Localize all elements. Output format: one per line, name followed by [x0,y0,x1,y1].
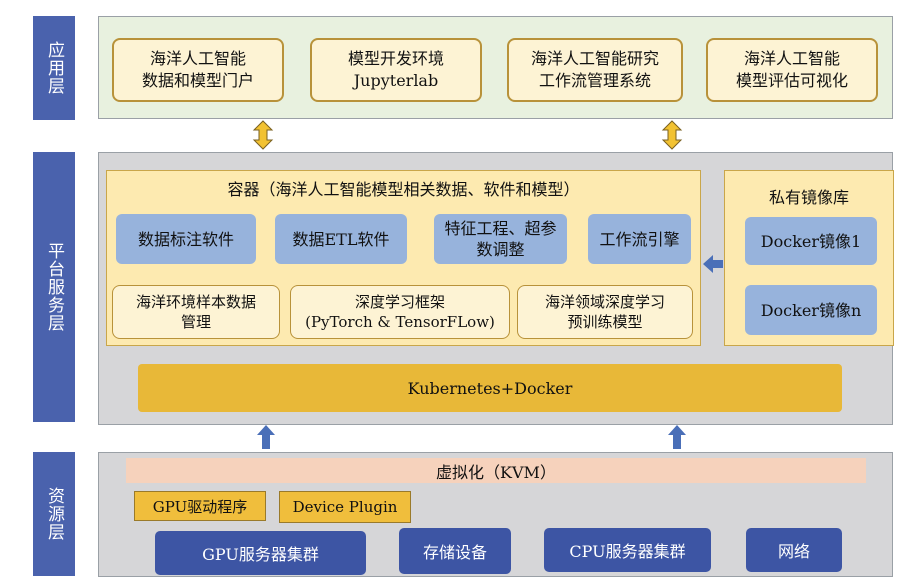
storage-device: 存储设备 [399,528,511,574]
app-box-portal: 海洋人工智能 数据和模型门户 [112,38,284,102]
registry-title: 私有镜像库 [768,188,849,207]
bidirectional-arrow-icon [252,120,274,150]
network: 网络 [746,528,842,572]
box-feature-engineering-line1: 特征工程、超参 [444,219,557,238]
app-box-portal-line1: 海洋人工智能 [149,49,246,68]
box-data-annotation: 数据标注软件 [116,214,256,264]
app-box-visualization-line2: 模型评估可视化 [735,71,848,90]
app-box-dev-env: 模型开发环境 Jupyterlab [310,38,482,102]
box-feature-engineering-line2: 数调整 [476,240,525,259]
app-box-visualization-line1: 海洋人工智能 [743,49,840,68]
box-dl-framework-line2: (PyTorch & TensorFLow) [305,313,495,331]
box-sample-data-line1: 海洋环境样本数据 [135,293,256,311]
sidebar-resource-layer: 资源层 [33,452,75,576]
box-sample-data-line2: 管理 [180,313,211,331]
box-workflow-engine-label: 工作流引擎 [599,229,680,249]
box-pretrained-model-line1: 海洋领域深度学习 [544,293,665,311]
app-box-workflow-line2: 工作流管理系统 [538,71,651,90]
device-plugin-box: Device Plugin [279,491,411,523]
box-data-etl: 数据ETL软件 [275,214,407,264]
box-pretrained-model: 海洋领域深度学习 预训练模型 [517,285,693,339]
sidebar-application-layer: 应用层 [33,16,75,120]
app-box-visualization: 海洋人工智能 模型评估可视化 [706,38,878,102]
arrow-up-icon [257,425,275,449]
app-box-dev-env-line1: 模型开发环境 [347,49,444,68]
docker-image-1: Docker镜像1 [745,217,877,265]
app-box-workflow-line1: 海洋人工智能研究 [530,49,659,68]
box-dl-framework: 深度学习框架 (PyTorch & TensorFLow) [290,285,510,339]
virtualization-bar: 虚拟化（KVM） [126,458,866,483]
app-box-portal-line2: 数据和模型门户 [141,71,254,90]
box-pretrained-model-line2: 预训练模型 [567,313,643,331]
box-workflow-engine: 工作流引擎 [588,214,691,264]
cpu-cluster: CPU服务器集群 [544,528,711,572]
sidebar-platform-layer: 平台服务层 [33,152,75,422]
box-sample-data: 海洋环境样本数据 管理 [112,285,280,339]
arrow-up-icon [668,425,686,449]
app-box-workflow: 海洋人工智能研究 工作流管理系统 [507,38,683,102]
bidirectional-arrow-icon [661,120,683,150]
gpu-driver-box: GPU驱动程序 [134,491,266,521]
box-data-etl-label: 数据ETL软件 [292,229,390,249]
box-data-annotation-label: 数据标注软件 [137,229,234,249]
box-dl-framework-line1: 深度学习框架 [354,293,445,311]
kubernetes-docker-bar: Kubernetes+Docker [138,364,842,412]
gpu-cluster: GPU服务器集群 [155,531,366,575]
app-box-dev-env-line2: Jupyterlab [353,71,439,90]
container-title: 容器（海洋人工智能模型相关数据、软件和模型） [227,180,580,199]
docker-image-n: Docker镜像n [745,285,877,335]
box-feature-engineering: 特征工程、超参 数调整 [434,214,567,264]
arrow-left-icon [703,255,723,273]
